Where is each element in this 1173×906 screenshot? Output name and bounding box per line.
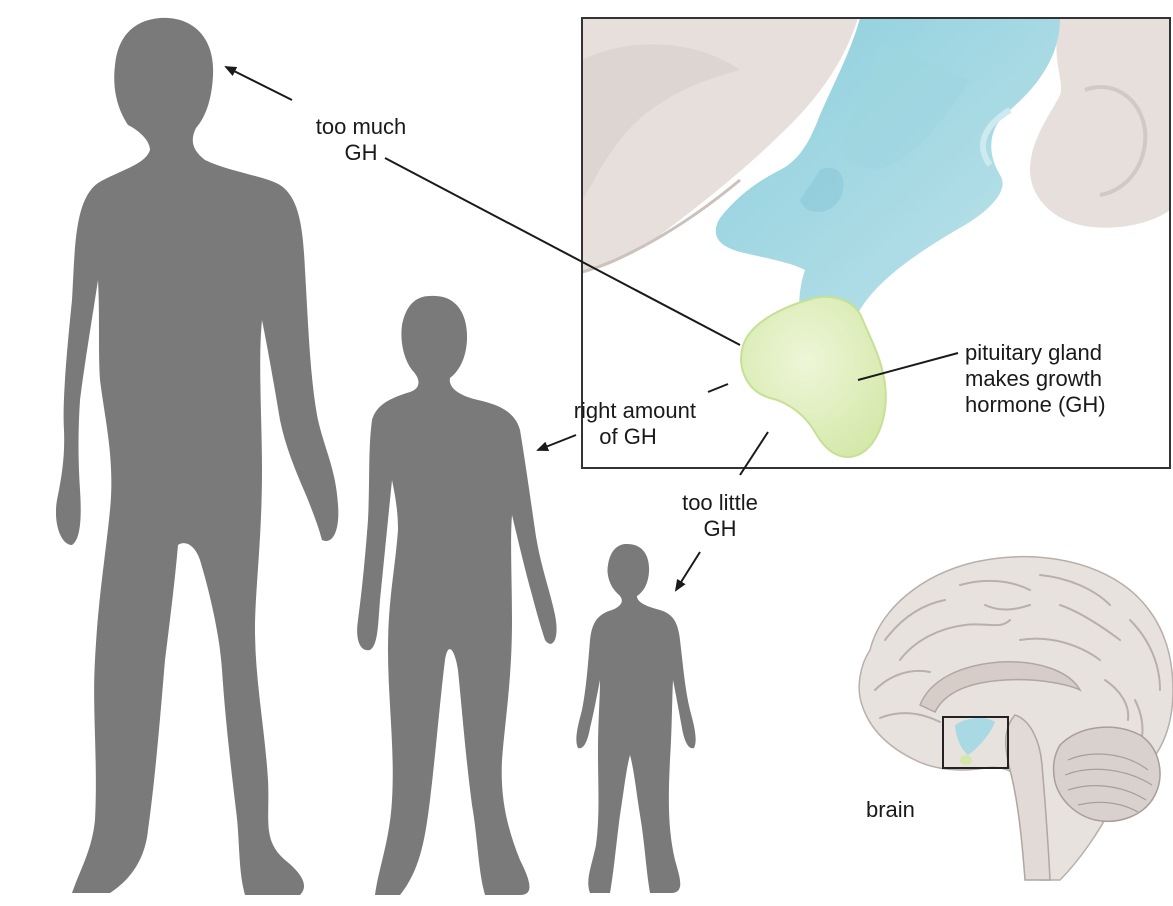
too-little-line2: GH xyxy=(655,516,785,542)
pituitary-line2: makes growth xyxy=(965,366,1165,392)
too-much-arrow xyxy=(226,67,292,100)
too-much-line1: too much xyxy=(296,114,426,140)
too-little-line1: too little xyxy=(655,490,785,516)
too-little-arrow xyxy=(676,552,700,590)
brain-illustration xyxy=(859,557,1173,880)
label-too-little-gh: too little GH xyxy=(655,490,785,542)
right-amount-line2: of GH xyxy=(540,424,696,450)
label-too-much-gh: too much GH xyxy=(296,114,426,166)
right-amount-line1: right amount xyxy=(540,398,696,424)
average-person-silhouette xyxy=(357,296,556,895)
short-person-silhouette xyxy=(576,544,695,893)
label-pituitary-gland: pituitary gland makes growth hormone (GH… xyxy=(965,340,1165,418)
label-brain: brain xyxy=(866,797,946,823)
label-right-amount-gh: right amount of GH xyxy=(540,398,696,450)
too-much-line2: GH xyxy=(296,140,426,166)
pituitary-line3: hormone (GH) xyxy=(965,392,1165,418)
pituitary-line1: pituitary gland xyxy=(965,340,1165,366)
